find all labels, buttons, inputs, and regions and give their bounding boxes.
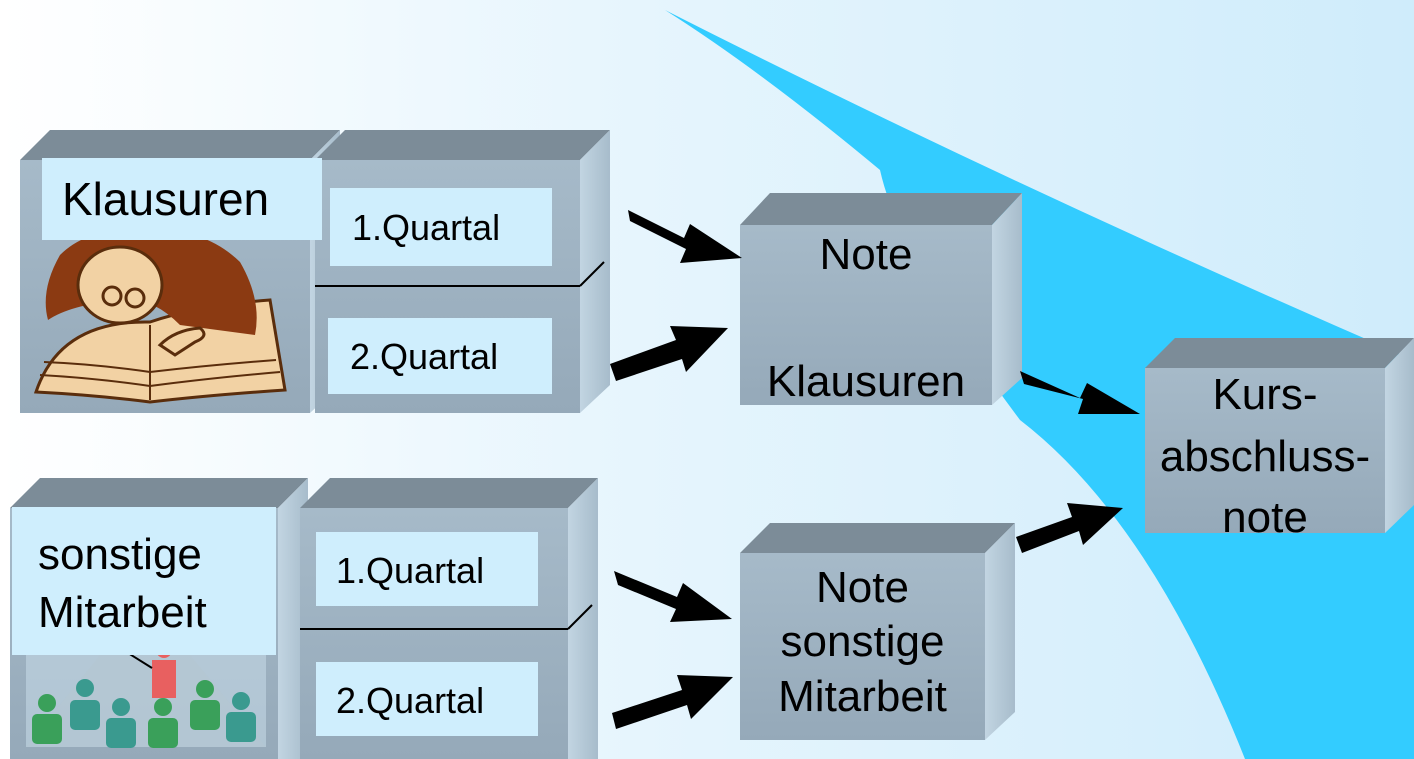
arrow-note-sonstige-to-kurs [1016, 503, 1123, 553]
note-sonstige-line2: sonstige [780, 617, 945, 666]
kursabschluss-box [1145, 338, 1414, 533]
note-klausuren-line1: Note [819, 230, 913, 279]
sonstige-q2-box [316, 662, 538, 736]
kursabschluss-line3: note [1222, 493, 1308, 542]
klausuren-title-box [42, 158, 322, 240]
arrow-sq2-to-note-sonstige [612, 675, 733, 729]
sonstige-title-line2: Mitarbeit [38, 588, 207, 637]
arrow-q2-to-note-klausuren [610, 326, 728, 381]
sonstige-title-box [12, 507, 276, 655]
sonstige-q2-label: 2.Quartal [336, 680, 485, 721]
sonstige-title-line1: sonstige [38, 530, 202, 579]
reading-student-illustration [33, 229, 287, 404]
note-klausuren-box [740, 193, 1022, 405]
klausuren-q1-box [330, 188, 552, 266]
note-sonstige-line3: Mitarbeit [778, 672, 947, 721]
note-sonstige-line1: Note [816, 563, 909, 612]
arrow-sq1-to-note-sonstige [614, 571, 732, 622]
kursabschluss-line1: Kurs- [1212, 370, 1318, 419]
klausuren-title: Klausuren [62, 173, 270, 225]
note-klausuren-line2: Klausuren [766, 357, 966, 406]
klausuren-q2-label: 2.Quartal [350, 336, 499, 377]
arrow-note-klausuren-to-kurs [1020, 371, 1140, 414]
klausuren-q1-label: 1.Quartal [352, 207, 501, 248]
classroom-illustration [26, 642, 266, 748]
kursabschluss-line2: abschluss- [1159, 432, 1371, 481]
sonstige-q1-box [316, 532, 538, 606]
sonstige-q1-label: 1.Quartal [336, 550, 485, 591]
arrow-q1-to-note-klausuren [628, 210, 742, 263]
arrows [610, 210, 1140, 729]
note-sonstige-box [740, 523, 1015, 740]
klausuren-q2-box [328, 318, 552, 394]
